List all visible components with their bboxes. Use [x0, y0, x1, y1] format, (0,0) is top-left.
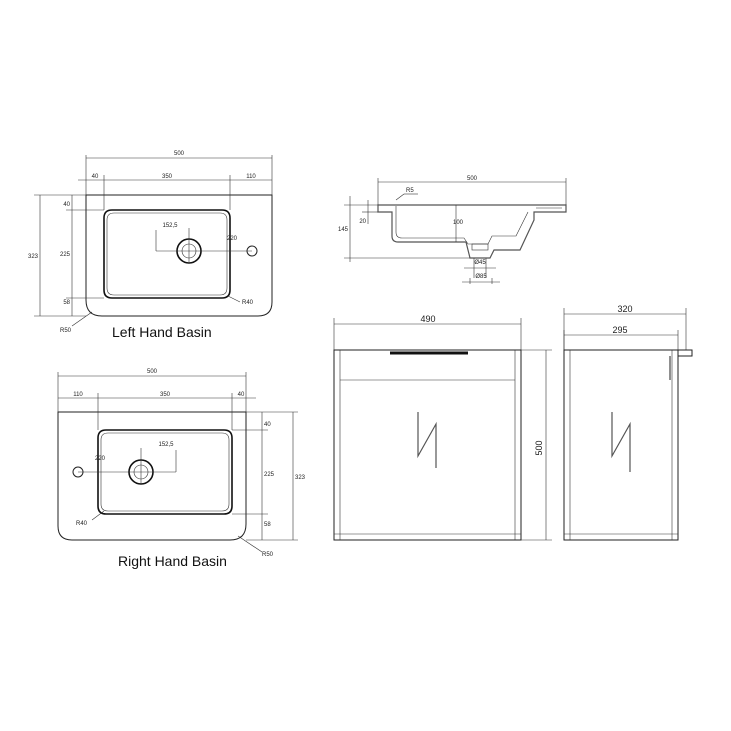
right-dim-outer-radius: R50 [262, 552, 274, 558]
left-dim-waste-offset: 152,5 [162, 223, 178, 229]
left-dim-inner-radius: R40 [242, 300, 254, 306]
right-dim-overall-width: 500 [147, 369, 158, 375]
left-basin-caption: Left Hand Basin [112, 324, 212, 340]
right-dim-bowl-width: 350 [160, 392, 171, 398]
section-dim-lip-thickness: 20 [359, 219, 366, 225]
right-basin-caption: Right Hand Basin [118, 553, 227, 569]
section-dim-waste-small: Ø45 [474, 260, 486, 266]
section-dim-height: 145 [338, 227, 349, 233]
left-hand-basin-drawing: 500 40 350 110 323 40 225 58 152,5 220 R… [28, 151, 273, 340]
cabinet-front-dim-height: 500 [534, 440, 544, 455]
cabinet-side-handle [611, 412, 631, 472]
cabinet-front-drawing: 490 500 [333, 314, 552, 541]
cabinet-front-handle [417, 412, 437, 468]
section-dim-overall-width: 500 [467, 176, 478, 182]
right-dim-bowl-depth: 225 [264, 472, 275, 478]
section-profile-outer [377, 204, 567, 259]
left-dim-overall-width: 500 [174, 151, 185, 157]
left-basin-outline [85, 194, 273, 317]
cabinet-side-dim-overall-depth: 320 [617, 304, 632, 314]
right-basin-bowl-outer [97, 429, 233, 515]
left-dim-depth: 323 [28, 254, 39, 260]
cabinet-front-outline [333, 349, 522, 541]
left-dim-tap-offset: 220 [227, 236, 238, 242]
right-dim-bottom-margin: 58 [264, 522, 271, 528]
right-dim-depth: 323 [295, 475, 306, 481]
right-dim-top-margin: 40 [264, 422, 271, 428]
cabinet-side-outline [563, 349, 679, 541]
right-hand-basin-drawing: 500 110 350 40 323 40 225 58 152,5 220 R… [57, 369, 306, 569]
left-dim-outer-radius: R50 [60, 328, 72, 334]
basin-section-drawing: 500 R5 145 20 100 Ø45 Ø85 [338, 176, 567, 284]
right-basin-outline [57, 411, 247, 541]
section-profile-inner [395, 206, 529, 245]
right-dim-right-margin: 40 [238, 392, 245, 398]
cabinet-side-drawing: 320 295 [563, 304, 693, 541]
left-dim-bowl-depth: 225 [60, 252, 71, 258]
left-dim-left-margin: 40 [92, 174, 99, 180]
section-dim-waste-large: Ø85 [475, 274, 487, 280]
right-dim-left-margin: 110 [73, 392, 83, 398]
cabinet-side-dim-body-depth: 295 [612, 325, 627, 335]
section-dim-lip-radius: R5 [406, 188, 414, 194]
left-dim-bowl-width: 350 [162, 174, 173, 180]
right-basin-bowl-inner [100, 432, 230, 512]
right-dim-inner-radius: R40 [76, 521, 88, 527]
left-dim-top-margin: 40 [63, 202, 70, 208]
left-dim-right-margin: 110 [246, 174, 256, 180]
cabinet-side-worktop-lip [669, 349, 693, 380]
right-dim-tap-offset: 220 [95, 456, 106, 462]
right-dim-waste-offset: 152,5 [158, 442, 174, 448]
section-dim-bowl-depth: 100 [453, 220, 464, 226]
left-dim-bottom-margin: 58 [63, 300, 70, 306]
left-basin-bowl-inner [106, 212, 228, 296]
left-basin-bowl-outer [103, 209, 231, 299]
cabinet-front-dim-width: 490 [420, 314, 435, 324]
